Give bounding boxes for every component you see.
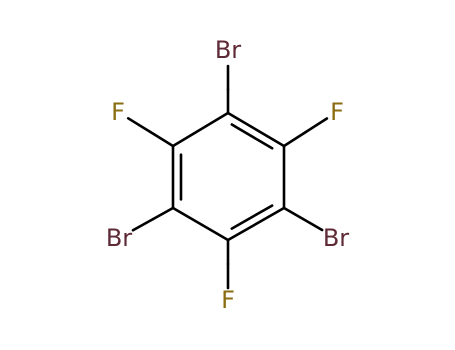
- bond-C3-C4: [226, 206, 286, 242]
- bond-C1-C2: [226, 111, 286, 148]
- bonds-layer: [126, 64, 329, 290]
- bond-C2-F2-hetero-half: [304, 117, 329, 134]
- bond-C4-C5: [171, 206, 230, 242]
- atom-label-f2: F: [330, 98, 344, 126]
- bond-C6-F1-hetero-half: [126, 117, 152, 134]
- bond-C6-F1-carbon-half: [149, 130, 175, 148]
- bond-C5-Br3-carbon-half: [151, 206, 175, 221]
- bond-C6-C1: [171, 111, 230, 148]
- bond-C1-C2-inner: [230, 123, 274, 150]
- atom-label-br3: Br: [106, 224, 132, 252]
- bond-C3-Br2-carbon-half: [282, 206, 305, 221]
- atom-label-f1: F: [111, 98, 125, 126]
- bond-C3-C4-inner: [230, 204, 274, 230]
- atom-label-br1: Br: [215, 36, 241, 64]
- bond-C3-Br2-hetero-half: [301, 217, 324, 232]
- bond-C2-F2-carbon-half: [282, 130, 307, 148]
- bond-C5-Br3-hetero-half: [131, 217, 155, 232]
- atom-label-br2: Br: [323, 224, 349, 252]
- atom-label-f3: F: [221, 286, 235, 314]
